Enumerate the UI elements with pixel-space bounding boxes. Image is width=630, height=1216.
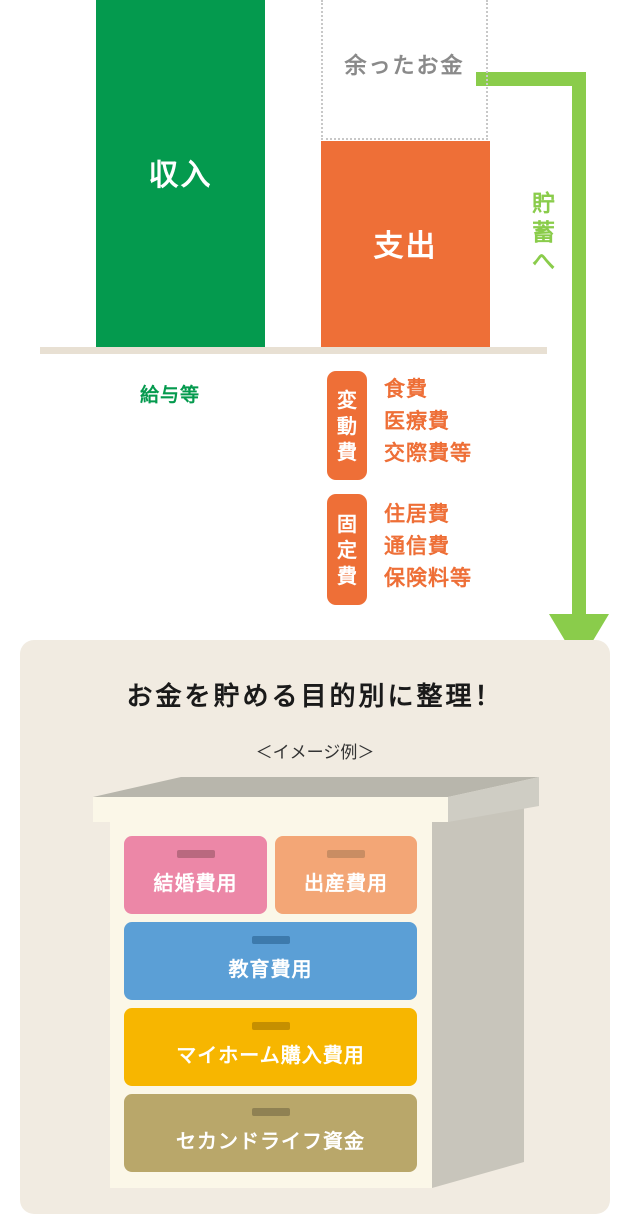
savings-char-1: 貯 (532, 191, 555, 217)
savings-arrow (476, 72, 609, 664)
drawer-handle (327, 850, 365, 858)
savings-arrow-label: 貯 蓄 へ (532, 190, 555, 277)
income-label: 収入 (148, 158, 213, 193)
expense-label: 支出 (373, 228, 438, 264)
remaining-money-box: 余ったお金 (321, 0, 488, 140)
fixed-item: 通信費 (384, 534, 450, 558)
variable-cost-badge: 変 動 費 (327, 371, 367, 480)
variable-item: 医療費 (384, 409, 450, 433)
drawer-handle (176, 850, 215, 858)
variable-cost-list: 食費 医療費 交際費等 (384, 373, 472, 469)
variable-char-1: 変 (337, 387, 357, 412)
drawer-handle (251, 936, 290, 944)
fixed-item: 保険料等 (384, 566, 472, 590)
drawer-education: 教育費用 (124, 922, 417, 1000)
fixed-cost-list: 住居費 通信費 保険料等 (384, 498, 472, 594)
drawer-label: 結婚費用 (153, 870, 238, 895)
panel-subtitle: ＜イメージ例＞ (255, 743, 375, 763)
savings-char-3: へ (532, 249, 555, 275)
remaining-money-label: 余ったお金 (344, 54, 465, 79)
income-bar: 収入 (96, 0, 265, 348)
drawer-handle (251, 1108, 290, 1116)
drawer-label: 教育費用 (228, 956, 313, 981)
fixed-char-3: 費 (337, 563, 357, 588)
variable-item: 食費 (384, 377, 428, 401)
drawer-birth: 出産費用 (275, 836, 417, 914)
fixed-cost-badge: 固 定 費 (327, 494, 367, 605)
drawer-label: 出産費用 (304, 870, 388, 895)
chart-baseline (40, 347, 547, 354)
drawer-handle (251, 1022, 290, 1030)
drawer-label: セカンドライフ資金 (176, 1128, 365, 1153)
income-source-label: 給与等 (140, 384, 201, 406)
fixed-char-1: 固 (337, 511, 357, 536)
fixed-char-2: 定 (337, 537, 357, 562)
variable-char-2: 動 (337, 413, 357, 438)
variable-item: 交際費等 (384, 441, 472, 465)
savings-char-2: 蓄 (532, 220, 555, 246)
variable-char-3: 費 (337, 439, 357, 464)
expense-bar: 支出 (321, 141, 490, 348)
drawer-marriage: 結婚費用 (124, 836, 267, 914)
drawer-home: マイホーム購入費用 (124, 1008, 417, 1086)
drawer-label: マイホーム購入費用 (176, 1042, 365, 1067)
panel-title: お金を貯める目的別に整理！ (126, 682, 504, 712)
drawer-second-life: セカンドライフ資金 (124, 1094, 417, 1172)
fixed-item: 住居費 (384, 502, 450, 526)
